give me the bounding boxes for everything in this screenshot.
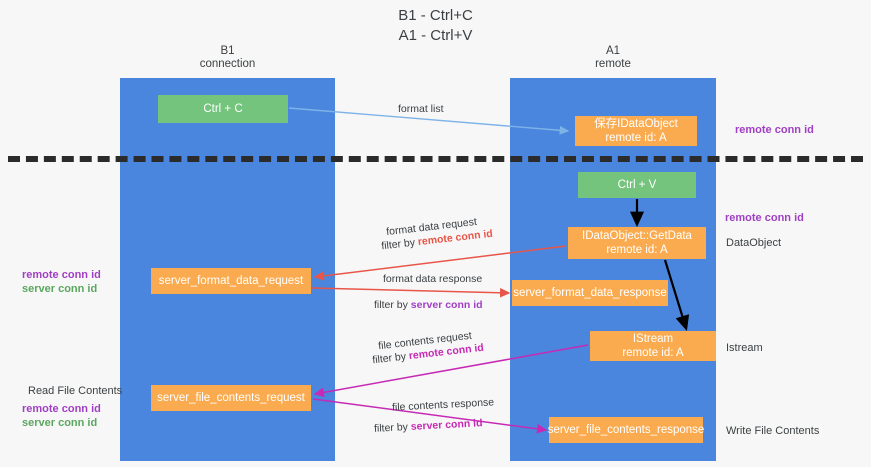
column-header-b1-role: connection xyxy=(199,58,256,70)
annotation-left-server-conn-id-2: server conn id xyxy=(22,417,98,429)
node-ctrl-c[interactable]: Ctrl + C xyxy=(158,95,288,123)
annotation-istream: Istream xyxy=(726,342,763,354)
node-istream-line2: remote id: A xyxy=(622,347,684,359)
filter-prefix: filter by xyxy=(380,236,419,253)
node-server-format-data-response-label: server_format_data_response xyxy=(513,287,667,299)
annotation-left-conn-ids-2: remote conn id server conn id xyxy=(22,402,101,430)
annotation-read-file-contents: Read File Contents xyxy=(28,385,123,397)
node-server-format-data-request-label: server_format_data_request xyxy=(158,275,304,287)
node-ctrl-c-label: Ctrl + C xyxy=(203,103,243,115)
node-istream-line1: IStream xyxy=(632,333,674,345)
column-header-a1: A1 remote xyxy=(510,45,716,71)
edge-label-file-contents-response: file contents response xyxy=(391,396,495,414)
filter-key-server-conn-id: server conn id xyxy=(410,417,483,433)
filter-key-server-conn-id: server conn id xyxy=(410,299,483,311)
node-server-file-contents-request-label: server_file_contents_request xyxy=(157,392,305,404)
phase-divider xyxy=(8,156,863,162)
annotation-dataobject: DataObject xyxy=(726,237,782,249)
annotation-left-server-conn-id-1: server conn id xyxy=(22,283,98,295)
node-ctrl-v-label: Ctrl + V xyxy=(617,179,657,191)
column-header-a1-name: A1 xyxy=(605,45,621,57)
annotation-left-remote-conn-id-2: remote conn id xyxy=(22,403,101,415)
edge-label-format-data-response-filter: filter by server conn id xyxy=(374,298,483,312)
node-server-file-contents-response[interactable]: server_file_contents_response xyxy=(547,417,705,443)
annotation-left-remote-conn-id-1: remote conn id xyxy=(22,269,101,281)
column-header-b1-name: B1 xyxy=(220,45,235,57)
node-save-idataobject-line2: remote id: A xyxy=(605,132,667,144)
annotation-left-conn-ids-1: remote conn id server conn id xyxy=(22,268,101,296)
page-title: B1 - Ctrl+C A1 - Ctrl+V xyxy=(0,6,871,46)
node-server-format-data-response[interactable]: server_format_data_response xyxy=(512,280,668,306)
node-idataobject-getdata-line1: IDataObject::GetData xyxy=(582,230,692,242)
column-header-a1-role: remote xyxy=(595,58,631,70)
column-header-b1: B1 connection xyxy=(120,45,335,71)
node-istream[interactable]: IStream remote id: A xyxy=(590,331,716,361)
node-save-idataobject[interactable]: 保存IDataObject remote id: A xyxy=(575,116,697,146)
node-server-file-contents-request[interactable]: server_file_contents_request xyxy=(151,385,311,411)
node-server-format-data-request[interactable]: server_format_data_request xyxy=(151,268,311,294)
filter-prefix: filter by xyxy=(371,350,410,367)
node-server-file-contents-response-label: server_file_contents_response xyxy=(547,424,705,436)
node-idataobject-getdata[interactable]: IDataObject::GetData remote id: A xyxy=(568,227,706,259)
filter-prefix: filter by xyxy=(374,299,411,311)
title-line-2: A1 - Ctrl+V xyxy=(398,27,473,44)
node-idataobject-getdata-line2: remote id: A xyxy=(606,244,668,256)
filter-prefix: filter by xyxy=(373,420,412,435)
edge-label-file-contents-response-filter: filter by server conn id xyxy=(374,416,483,436)
edge-label-format-data-response: format data response xyxy=(383,273,483,285)
annotation-remote-conn-id-top: remote conn id xyxy=(735,124,814,136)
node-save-idataobject-line1: 保存IDataObject xyxy=(594,118,678,130)
edge-format-data-response xyxy=(311,287,511,298)
edge-label-format-list: format list xyxy=(398,103,444,115)
annotation-write-file-contents: Write File Contents xyxy=(726,425,820,437)
node-ctrl-v[interactable]: Ctrl + V xyxy=(578,172,696,198)
title-line-1: B1 - Ctrl+C xyxy=(398,7,473,24)
annotation-remote-conn-id-mid: remote conn id xyxy=(725,212,804,224)
